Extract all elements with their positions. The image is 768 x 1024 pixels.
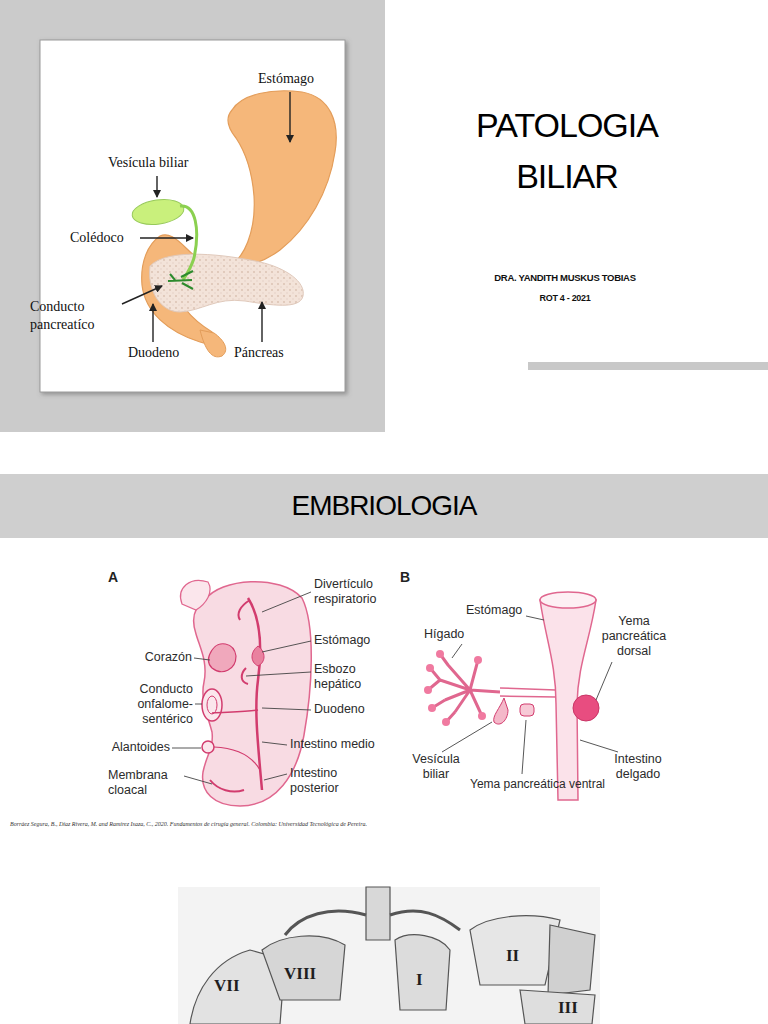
segment-number: III xyxy=(558,998,598,1018)
slide-title: PATOLOGIA BILIAR xyxy=(447,100,687,202)
liver-segments-drawing xyxy=(178,887,600,1024)
part-label: Estómago xyxy=(466,603,536,618)
part-label: Estómago xyxy=(258,70,338,88)
author-name: DRA. YANDITH MUSKUS TOBIAS xyxy=(445,272,685,283)
pancreatic-duct xyxy=(168,271,193,289)
figure-letter: B xyxy=(400,569,420,586)
part-label: Conducto onfalome- sentérico xyxy=(100,682,193,727)
part-label: Intestino delgado xyxy=(600,752,676,782)
part-label: Estómago xyxy=(314,633,409,648)
segment-number: II xyxy=(506,946,536,966)
part-label: Membrana cloacal xyxy=(108,768,182,798)
duodenum-tail xyxy=(200,330,226,357)
part-label: Esbozo hepático xyxy=(314,662,394,692)
part-label: Alantoides xyxy=(100,740,170,755)
figure-letter: A xyxy=(108,569,128,586)
gallbladder xyxy=(131,196,186,227)
part-label: Duodeno xyxy=(314,702,394,717)
part-label: Vesícula biliar xyxy=(108,154,218,172)
part-label: Vesícula biliar xyxy=(405,752,467,782)
section-band: EMBRIOLOGIA xyxy=(0,474,768,538)
pancreas xyxy=(150,254,304,312)
segment-number: VII xyxy=(214,976,254,996)
grey-panel xyxy=(0,0,385,432)
part-label: Duodeno xyxy=(128,344,198,362)
part-label: Intestino medio xyxy=(290,737,400,752)
part-label: Páncreas xyxy=(234,344,304,362)
part-label: Hígado xyxy=(424,627,484,642)
part-label: Corazón xyxy=(118,650,192,665)
leader-arrows xyxy=(122,92,290,342)
part-label: Yema pancreática ventral xyxy=(470,777,640,791)
bile-duct xyxy=(180,206,197,280)
part-label: Intestino posterior xyxy=(290,766,368,796)
part-label: Conducto pancreatíco xyxy=(30,298,120,334)
foregut-figure-b xyxy=(424,592,599,800)
figure-caption: Borráez Segura, B., Díaz Rivera, M. and … xyxy=(10,821,367,828)
rotation-date: ROT 4 - 2021 xyxy=(515,293,615,304)
part-label: Colédoco xyxy=(70,229,150,247)
illustration-frame xyxy=(40,40,345,392)
band-heading: EMBRIOLOGIA xyxy=(291,490,476,522)
leader-lines-b xyxy=(442,616,618,774)
part-label: Yema pancreática dorsal xyxy=(592,614,676,659)
accent-bar xyxy=(528,362,768,370)
part-label: Divertículo respiratorio xyxy=(314,577,409,607)
segment-number: I xyxy=(416,970,446,990)
segment-number: VIII xyxy=(284,964,334,984)
